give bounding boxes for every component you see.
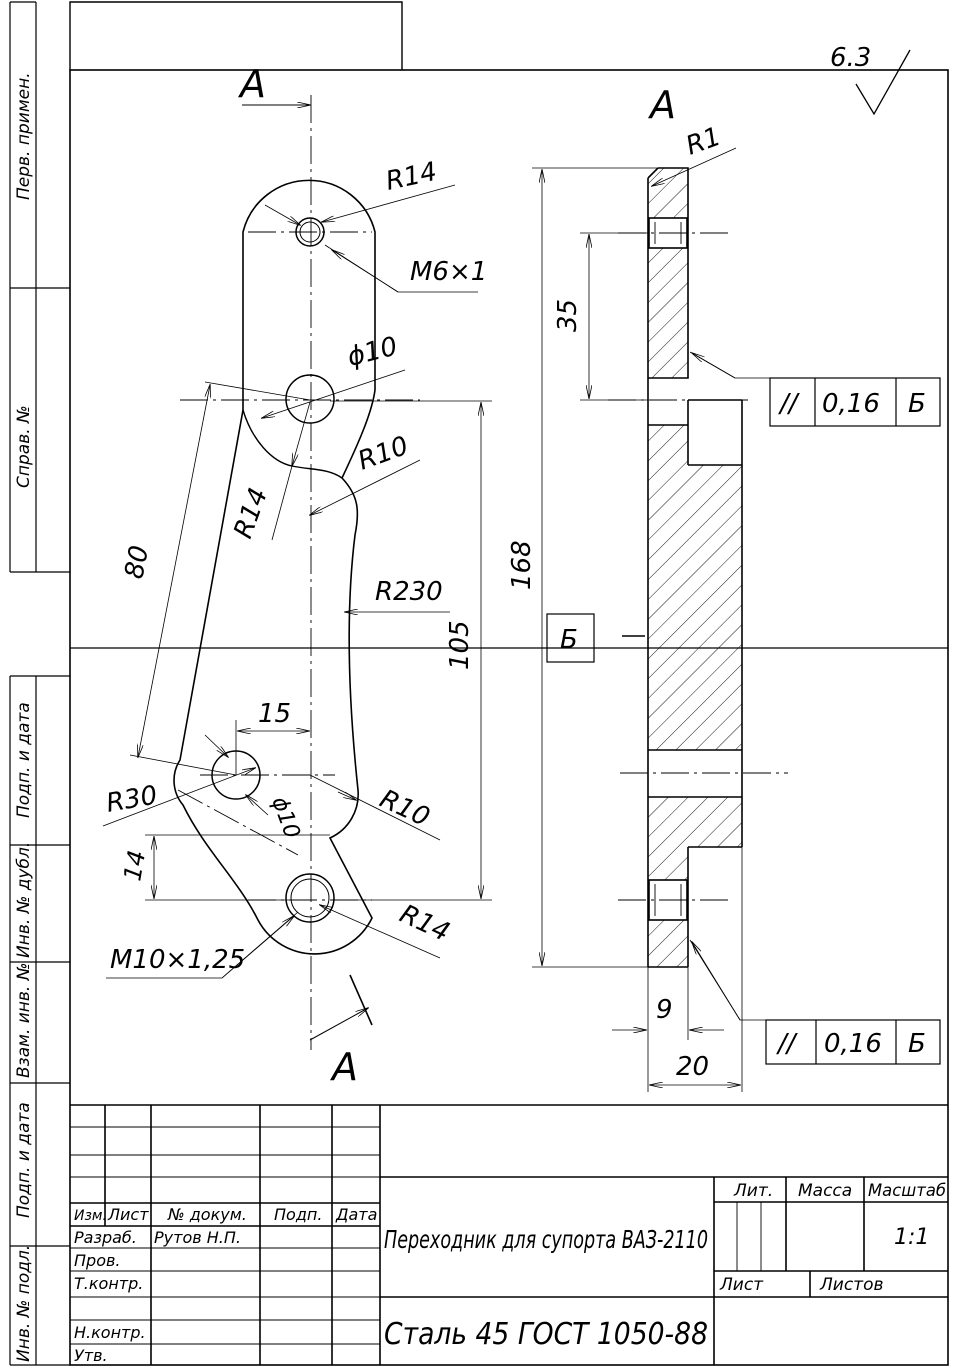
section-view: А — [507, 83, 941, 1092]
dim-r10-upper: R10 — [354, 431, 412, 477]
dim-80: 80 — [119, 543, 155, 581]
dim-r14-top: R14 — [383, 157, 439, 197]
dim-105: 105 — [445, 620, 475, 670]
tol2-value: 0,16 — [824, 1029, 882, 1059]
title-block — [70, 1104, 948, 1365]
dim-m6x1: M6×1 — [410, 257, 487, 287]
section-view-title: А — [647, 83, 676, 127]
side-label-inv-no-podl: Инв. № подл. — [14, 1245, 34, 1362]
side-label-podp-data-1: Подп. и дата — [14, 702, 34, 818]
tb-title: Переходник для супорта ВАЗ-2110 — [384, 1225, 708, 1254]
dim-35: 35 — [553, 299, 583, 332]
dim-phi10-top: ϕ10 — [344, 332, 400, 373]
side-label-vzam-inv-no: Взам. инв. № — [14, 963, 34, 1078]
tolerance-frame-1: // 0,16 Б — [769, 377, 941, 427]
tb-col-list: Лист — [107, 1205, 149, 1224]
adapter-outline — [173, 179, 376, 955]
tol2-datum: Б — [908, 1029, 926, 1059]
tol1-datum: Б — [908, 389, 926, 419]
tol1-value: 0,16 — [822, 389, 880, 419]
tb-listov: Листов — [819, 1275, 884, 1295]
side-label-perv-primen: Перв. примен. — [14, 72, 34, 200]
title-block-text: Изм. Лист № докум. Подп. Дата Разраб. Ру… — [74, 1181, 946, 1365]
sheet-frame — [9, 1, 949, 1366]
side-label-sprav-no: Справ. № — [14, 405, 34, 488]
dim-9: 9 — [656, 995, 673, 1025]
dim-r30: R30 — [104, 780, 160, 818]
tb-col-dokum: № докум. — [167, 1205, 247, 1224]
tol1-symbol: // — [778, 389, 801, 419]
tb-tkontr: Т.контр. — [74, 1274, 143, 1293]
roughness-mark: 6.3 — [830, 43, 911, 116]
dim-r14-bottom: R14 — [395, 899, 454, 948]
roughness-value: 6.3 — [830, 43, 871, 73]
dim-168: 168 — [507, 540, 537, 590]
tb-list: Лист — [719, 1275, 764, 1295]
dim-14: 14 — [118, 848, 151, 883]
dim-20: 20 — [676, 1052, 709, 1082]
tb-material: Сталь 45 ГОСТ 1050-88 — [384, 1317, 708, 1352]
tb-scale: 1:1 — [894, 1225, 929, 1250]
tb-massa: Масса — [798, 1181, 852, 1201]
section-letter-top: А — [237, 62, 266, 106]
tb-col-izm: Изм. — [74, 1208, 107, 1224]
tb-razrab-name: Рутов Н.П. — [154, 1228, 241, 1247]
dim-15: 15 — [258, 699, 291, 729]
tb-col-data: Дата — [335, 1205, 377, 1224]
section-body-hatch — [648, 168, 688, 378]
tol2-symbol: // — [776, 1029, 799, 1059]
datum-letter: Б — [560, 625, 578, 655]
tolerance-frame-2: // 0,16 Б — [765, 1019, 941, 1065]
dim-m10x125: M10×1,25 — [110, 945, 245, 975]
dim-r230: R230 — [375, 577, 443, 607]
tb-prov: Пров. — [74, 1251, 121, 1270]
tb-col-podp: Подп. — [274, 1205, 322, 1224]
tb-razrab: Разраб. — [74, 1228, 137, 1247]
side-label-inv-no-dubl: Инв. № дубл. — [14, 842, 34, 958]
section-letter-bottom: А — [329, 1045, 358, 1089]
dim-r10-lower: R10 — [375, 784, 434, 833]
side-column-labels: Перв. примен. Справ. № Подп. и дата Инв.… — [14, 72, 34, 1362]
tb-lit: Лит. — [733, 1181, 773, 1201]
tb-nkontr: Н.контр. — [74, 1323, 146, 1342]
tb-masshtab: Масштаб — [868, 1181, 946, 1201]
dim-r14-mid: R14 — [228, 484, 274, 542]
datum-box — [546, 613, 595, 663]
tb-utv: Утв. — [74, 1346, 108, 1365]
side-label-podp-data-2: Подп. и дата — [14, 1102, 34, 1218]
